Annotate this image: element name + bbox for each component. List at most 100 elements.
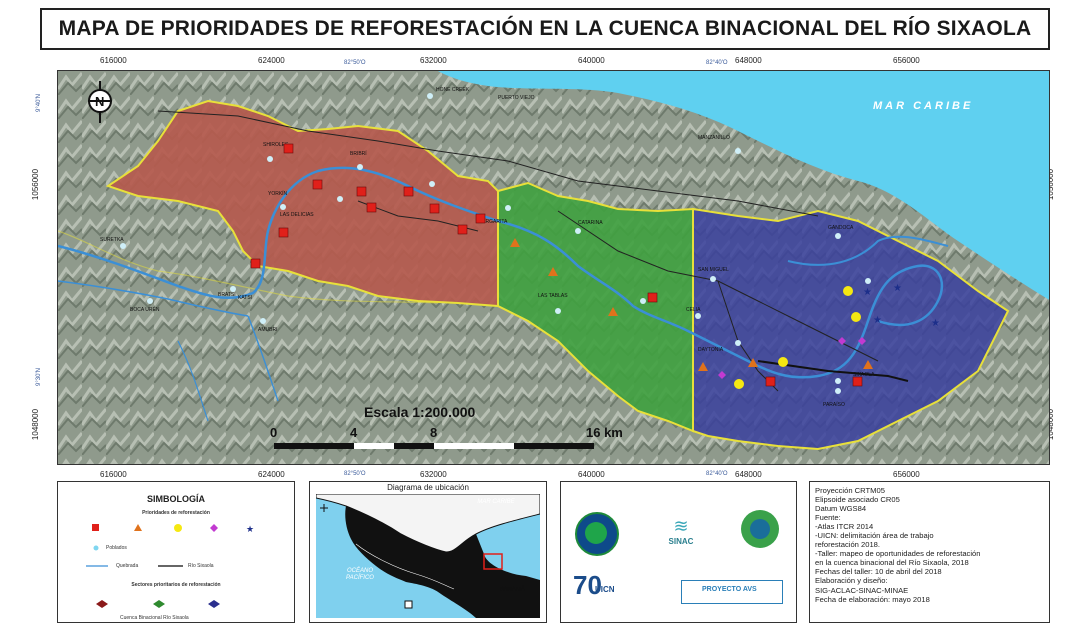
coord-bottom-1: 616000: [100, 470, 127, 479]
location-highlight-box: [483, 553, 503, 570]
coord-top-4: 640000: [578, 56, 605, 65]
place-markers: [120, 93, 871, 394]
road-sixaola: [757, 360, 909, 382]
coord-left-geo-1: 9°40'N: [35, 94, 42, 112]
coord-left-1: 1056000: [31, 168, 41, 201]
place-labels: HONE CREEK PUERTO VIEJO MANZANILLO GANDO…: [100, 87, 875, 408]
info-line: reforestación 2018.: [815, 540, 881, 550]
logo-avs: PROYECTO AVS: [681, 580, 783, 604]
info-line: -Atlas ITCR 2014: [815, 522, 874, 532]
place-label: GANDOCA: [828, 225, 854, 231]
info-line: Elaboración y diseño:: [815, 576, 888, 586]
logo-uicn-70: 70 UICN: [573, 570, 653, 608]
sinac-mark-icon: ≋: [673, 516, 689, 536]
place-label: YORKÍN: [268, 190, 288, 197]
location-title: Diagrama de ubicación: [387, 483, 469, 492]
place-label: BRATSI: [218, 292, 236, 298]
svg-text:★: ★: [863, 287, 872, 298]
legend-streams-label: Quebrada: [116, 563, 139, 569]
coord-bottom-3: 632000: [420, 470, 447, 479]
coord-top-geo-1: 82°50'O: [344, 60, 366, 66]
location-ocean-label: OCÉANO PACÍFICO: [346, 568, 374, 581]
coord-left-geo-2: 9°30'N: [35, 368, 42, 386]
coord-bottom-4: 640000: [578, 470, 605, 479]
zone-low-priority: [692, 207, 1010, 451]
coord-top-geo-2: 82°40'O: [706, 60, 728, 66]
scale-bar: [274, 443, 594, 449]
scale-tick: 4: [350, 425, 358, 440]
info-line: -Taller: mapeo de oportunidades de refor…: [815, 549, 981, 559]
river-west-1: [58, 280, 249, 317]
sea: [438, 71, 1049, 300]
zone-mid-priority: [497, 181, 694, 433]
legend-sector-blue: [208, 600, 220, 608]
place-label: SIXAOLA: [853, 372, 875, 378]
uicn-70-label: 70: [573, 570, 602, 600]
coord-top-1: 616000: [100, 56, 127, 65]
priority-markers-orange: [510, 238, 873, 371]
scale-tick: 8: [430, 425, 437, 440]
info-line: Proyección CRTM05: [815, 486, 885, 495]
place-label: BRIBRÍ: [350, 150, 367, 157]
rio-sixaola: [58, 166, 944, 379]
place-label: CATARINA: [578, 220, 603, 226]
legend-town-dot: [93, 545, 99, 551]
priority-markers-blue: ★ ★ ★ ★: [863, 283, 940, 329]
info-text: Proyección CRTM05 Elipsoide asociado CR0…: [810, 482, 1049, 604]
river-west-3: [177, 340, 209, 422]
sea-label: MAR CARIBE: [873, 100, 973, 112]
legend-orange-triangle: [134, 524, 142, 531]
info-line: Fecha de elaboración: mayo 2018: [815, 594, 930, 604]
info-line: Fechas del taller: 10 de abril del 2018: [815, 567, 942, 577]
coord-top-5: 648000: [735, 56, 762, 65]
info-line: Fuente:: [815, 513, 841, 523]
road-main: [157, 110, 819, 217]
place-label: AMUBRI: [258, 327, 277, 333]
priority-markers-red: [250, 143, 863, 387]
scale-label: Escala 1:200.000: [364, 404, 476, 420]
place-label: CELIA: [686, 307, 701, 313]
legend-purple-diamond: [210, 524, 218, 532]
coord-bottom-2: 624000: [258, 470, 285, 479]
svg-text:★: ★: [873, 315, 882, 326]
map-canvas: MAR CARIBE: [58, 71, 1049, 464]
priority-markers-purple: [718, 337, 866, 379]
legend-blue-star: ★: [246, 524, 254, 534]
place-label: MANZANILLO: [698, 135, 730, 141]
logos-panel: ≋ SINAC 70 UICN PROYECTO AVS: [560, 481, 797, 623]
place-label: LAS DELICIAS: [280, 212, 314, 218]
coord-top-3: 632000: [420, 56, 447, 65]
place-label: LAS TABLAS: [538, 293, 568, 299]
coord-bottom-6: 656000: [893, 470, 920, 479]
location-panama-label: PANAMÁ: [500, 587, 525, 593]
scale-tick: 0: [270, 425, 277, 440]
legend-towns-label: Poblados: [106, 545, 127, 551]
sinac-label: SINAC: [668, 537, 694, 546]
road-2: [557, 210, 879, 362]
legend-sector-red: [96, 600, 108, 608]
uicn-label: UICN: [595, 585, 615, 594]
info-line: en la cuenca binacional del Río Sixaola,…: [815, 558, 969, 568]
scale-ticks: 0 4 8 16 km: [270, 425, 623, 440]
info-line: SIG-ACLAC-SINAC-MINAE: [815, 585, 909, 595]
logo-turtle: [741, 510, 779, 548]
svg-text:★: ★: [893, 283, 902, 294]
legend-sectors-subtitle: Sectores prioritarios de reforestación: [131, 582, 221, 588]
coord-bottom-geo-1: 82°50'O: [344, 471, 366, 477]
legend-priorities-subtitle: Prioridades de reforestación: [142, 510, 210, 516]
place-label: SAN MIGUEL: [698, 267, 729, 273]
place-label: PARAÍSO: [823, 401, 845, 408]
location-sea-label: MAR CARIBE: [477, 499, 515, 505]
location-map: [316, 494, 540, 618]
main-map[interactable]: MAR CARIBE: [57, 70, 1050, 465]
legend-title: SIMBOLOGÍA: [147, 494, 205, 504]
coord-bottom-geo-2: 82°40'O: [706, 471, 728, 477]
legend-symbols: ★: [86, 524, 254, 608]
place-label: HONE CREEK: [436, 87, 470, 93]
map-title: MAPA DE PRIORIDADES DE REFORESTACIÓN EN …: [58, 17, 1032, 40]
place-label: KATSI: [238, 295, 252, 301]
map-title-box: MAPA DE PRIORIDADES DE REFORESTACIÓN EN …: [40, 8, 1050, 50]
legend-sector-green: [153, 600, 165, 608]
logo-sinac: ≋ SINAC: [661, 516, 701, 546]
info-line: Elipsoide asociado CR05: [815, 495, 900, 505]
